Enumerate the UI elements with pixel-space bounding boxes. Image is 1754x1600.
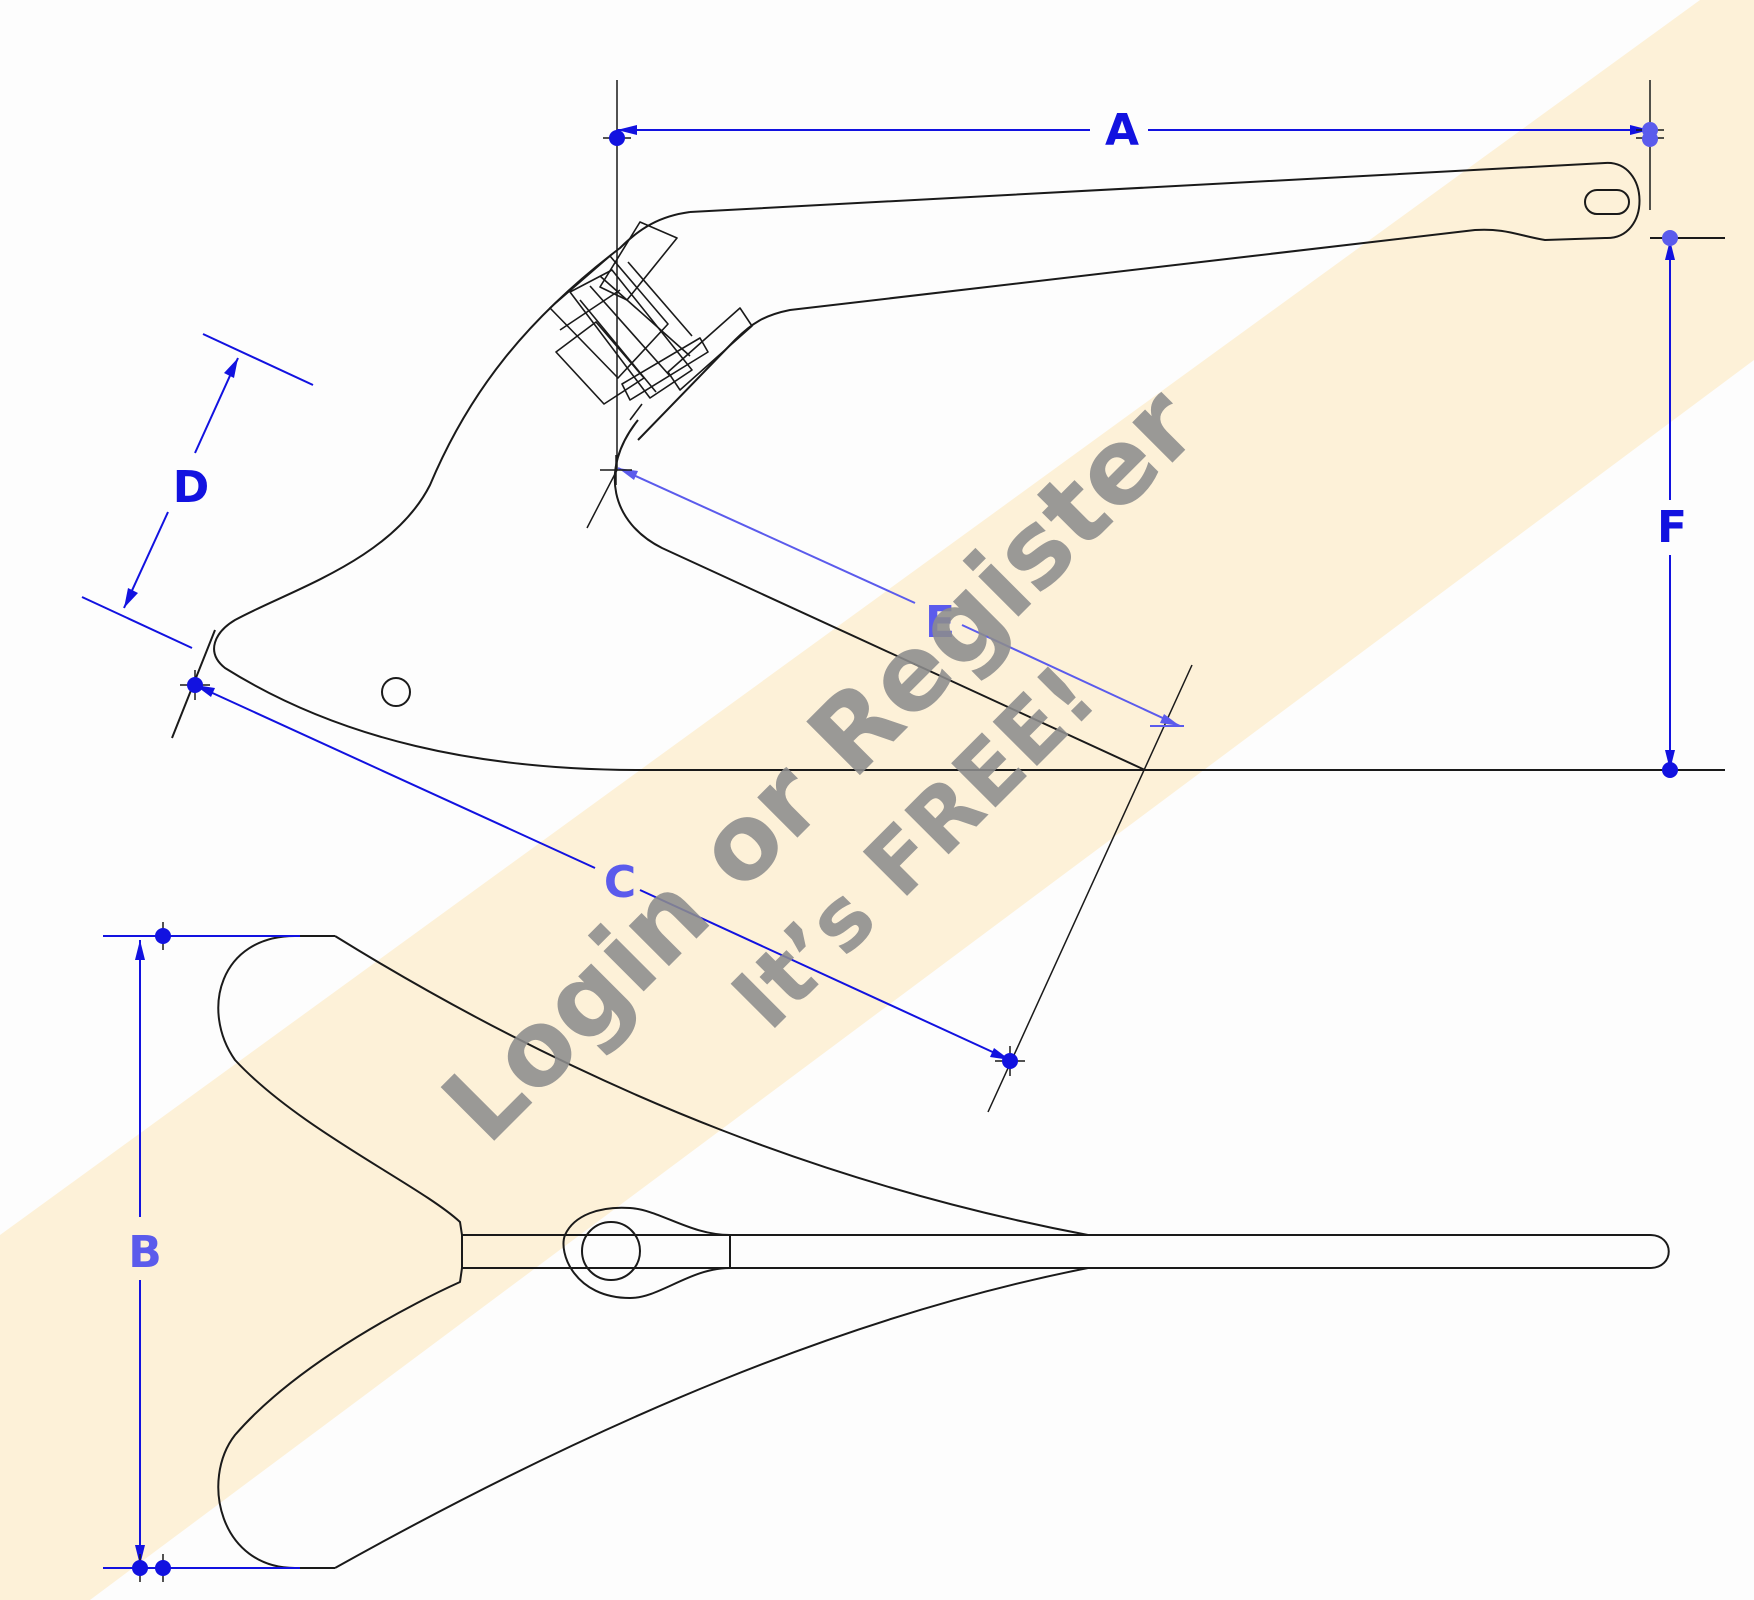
dimension-annotations — [81, 80, 1671, 1569]
dim-label-b: B — [128, 1227, 162, 1278]
fluke-hole — [381, 677, 411, 707]
point-b-top — [155, 922, 171, 950]
point-hinge — [600, 455, 632, 485]
upper-fluke-edge — [334, 935, 1089, 1236]
dim-label-d: D — [173, 462, 210, 513]
dim-label-c: C — [604, 857, 636, 908]
point-f-bottom — [1662, 762, 1678, 778]
dim-c-line-right — [639, 889, 1011, 1061]
ref-line-c-right — [987, 664, 1193, 1113]
dim-d-ext-top — [202, 333, 314, 386]
point-a-right — [1636, 122, 1664, 147]
shank-eye-hole — [581, 1221, 641, 1281]
hinge-block-assembly — [549, 221, 753, 421]
point-f-top — [1662, 230, 1678, 246]
shank-eye-outer — [562, 1206, 731, 1299]
reference-points — [132, 122, 1678, 1582]
lower-fluke-outline — [217, 1267, 565, 1569]
shank-top-view — [461, 1234, 1670, 1269]
shank-eye-slot — [1584, 189, 1630, 215]
ref-line-hinge — [586, 469, 618, 529]
anchor-top-view — [217, 935, 1670, 1569]
dim-label-f: F — [1657, 502, 1687, 553]
dim-label-a: A — [1105, 105, 1139, 156]
dim-e-line — [617, 467, 916, 604]
dim-label-e: E — [925, 597, 955, 648]
point-a-left — [603, 130, 631, 146]
lower-fluke-edge — [334, 1267, 1089, 1569]
point-c-right — [995, 1046, 1025, 1076]
upper-fluke-outline — [217, 935, 565, 1236]
shank-outline — [637, 161, 1641, 441]
point-b-bottom — [132, 1554, 171, 1582]
dim-e-line-right — [961, 624, 1181, 727]
anchor-side-view — [171, 80, 1725, 1113]
dim-d-ext-bottom — [81, 596, 193, 649]
dim-c-line — [194, 684, 596, 869]
dimension-labels: A F D E C B — [128, 105, 1687, 1278]
point-c-left — [180, 670, 210, 700]
